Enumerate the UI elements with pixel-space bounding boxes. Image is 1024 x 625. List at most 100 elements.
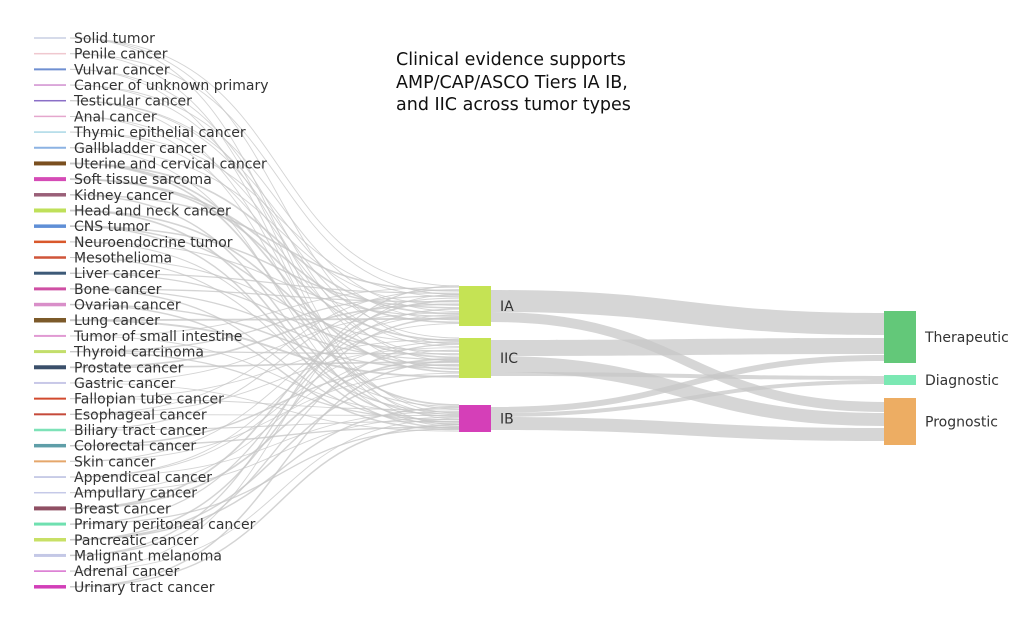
node-tier-iic [459, 338, 491, 378]
link-tumor-of-small-intestine-ib [69, 335, 460, 415]
link-iic-diagnostic [491, 372, 884, 380]
tumor-type-label: Skin cancer [74, 454, 156, 470]
tumor-type-label: Appendiceal cancer [74, 470, 212, 486]
node-adrenal-cancer [34, 570, 66, 572]
tumor-type-label: Uterine and cervical cancer [74, 156, 267, 172]
link-head-and-neck-cancer-ib [69, 209, 460, 424]
node-ovarian-cancer [34, 302, 66, 307]
link-thyroid-carcinoma-iic [69, 350, 460, 355]
link-ovarian-cancer-ib [69, 303, 460, 431]
link-cns-tumor-ia [69, 225, 460, 309]
node-mesothelioma [34, 256, 66, 259]
link-bone-cancer-ia [69, 288, 460, 303]
tumor-type-label: Kidney cancer [74, 188, 174, 204]
link-thyroid-carcinoma-ib [69, 350, 460, 421]
tier-label: IB [500, 412, 514, 428]
link-bone-cancer-iic [69, 288, 460, 361]
node-tier-ib [459, 405, 491, 432]
link-neuroendocrine-tumor-ia [69, 241, 460, 317]
tumor-type-label: Head and neck cancer [74, 203, 231, 219]
tumor-type-label: Adrenal cancer [74, 564, 180, 580]
link-appendiceal-cancer-ia [69, 323, 460, 478]
tier-evidence-links [491, 290, 884, 441]
node-ampullary-cancer [34, 491, 66, 494]
tier-label: IA [500, 299, 514, 315]
link-gallbladder-cancer-ia [69, 147, 460, 306]
node-thymic-epithelial-cancer [34, 131, 66, 133]
tier-nodes: IA IIC IB [459, 286, 518, 432]
tumor-type-label: Vulvar cancer [74, 62, 170, 78]
link-anal-cancer-iic [69, 115, 460, 347]
link-adrenal-cancer-ib [69, 418, 460, 572]
tumor-type-label: Anal cancer [74, 109, 157, 125]
link-malignant-melanoma-ia [69, 285, 460, 557]
tumor-type-label: Solid tumor [74, 31, 155, 47]
link-colorectal-cancer-ib [69, 426, 460, 447]
tumor-type-label: Fallopian tube cancer [74, 392, 224, 408]
link-thymic-epithelial-cancer-ia [69, 131, 460, 298]
tumor-type-label: Malignant melanoma [74, 548, 222, 564]
link-ib-diagnostic [491, 380, 884, 417]
caption-line: and IIC across tumor types [396, 95, 631, 115]
link-urinary-tract-cancer-iic [69, 360, 460, 588]
node-cancer-of-unknown-primary [34, 84, 66, 86]
tumor-type-label: Thyroid carcinoma [73, 345, 204, 361]
node-gastric-cancer [34, 381, 66, 384]
link-gastric-cancer-ia [69, 312, 460, 384]
link-solid-tumor-ia [69, 37, 460, 287]
tumor-type-label: Testicular cancer [73, 94, 192, 110]
tumor-type-label: Cancer of unknown primary [74, 78, 269, 94]
node-soft-tissue-sarcoma [34, 177, 66, 182]
node-kidney-cancer [34, 193, 66, 197]
link-adrenal-cancer-ia [69, 294, 460, 572]
link-mesothelioma-iic [69, 256, 460, 344]
tumor-type-label: Ovarian cancer [74, 298, 181, 314]
evidence-type-label: Therapeutic [924, 330, 1009, 346]
link-liver-cancer-iic [69, 272, 460, 352]
tumor-type-label: Gallbladder cancer [74, 141, 207, 157]
link-cns-tumor-iic [69, 225, 460, 367]
tumor-type-label: Penile cancer [74, 47, 168, 63]
node-lung-cancer [34, 317, 66, 323]
node-solid-tumor [34, 37, 66, 39]
tumor-tier-links [69, 37, 460, 588]
node-fallopian-tube-cancer [34, 397, 66, 400]
node-anal-cancer [34, 115, 66, 118]
link-head-and-neck-cancer-iic [69, 209, 460, 359]
link-tumor-of-small-intestine-ia [69, 286, 460, 337]
tumor-type-label: Lung cancer [74, 313, 160, 329]
node-cns-tumor [34, 224, 66, 228]
node-thyroid-carcinoma [34, 350, 66, 354]
link-esophageal-cancer-ib [69, 413, 460, 417]
link-esophageal-cancer-iic [69, 347, 460, 415]
node-skin-cancer [34, 460, 66, 463]
link-malignant-melanoma-iic [69, 343, 460, 557]
link-iic-therapeutic [491, 338, 884, 356]
tumor-type-label: Tumor of small intestine [73, 329, 242, 345]
node-prognostic [884, 398, 916, 445]
tumor-type-label: Urinary tract cancer [74, 580, 215, 596]
node-primary-peritoneal-cancer [34, 522, 66, 526]
tumor-type-label: Pancreatic cancer [74, 533, 199, 549]
node-diagnostic [884, 375, 916, 385]
node-therapeutic [884, 311, 916, 363]
link-urinary-tract-cancer-ib [69, 423, 460, 588]
tumor-type-label: Biliary tract cancer [74, 423, 207, 439]
node-uterine-and-cervical-cancer [34, 161, 66, 166]
link-testicular-cancer-iic [69, 100, 460, 339]
link-biliary-tract-cancer-ia [69, 297, 460, 431]
link-vulvar-cancer-iic [69, 68, 460, 362]
node-head-and-neck-cancer [34, 208, 66, 213]
link-liver-cancer-ia [69, 272, 460, 294]
link-kidney-cancer-ia [69, 194, 460, 292]
link-ia-therapeutic [491, 290, 884, 335]
caption-line: Clinical evidence supports [396, 50, 626, 70]
link-thyroid-carcinoma-ia [69, 295, 460, 353]
tier-label: IIC [500, 351, 518, 367]
node-neuroendocrine-tumor [34, 240, 66, 244]
tumor-type-label: Ampullary cancer [74, 486, 197, 502]
node-penile-cancer [34, 52, 66, 55]
link-ib-therapeutic [491, 355, 884, 413]
tumor-type-label: Gastric cancer [74, 376, 175, 392]
